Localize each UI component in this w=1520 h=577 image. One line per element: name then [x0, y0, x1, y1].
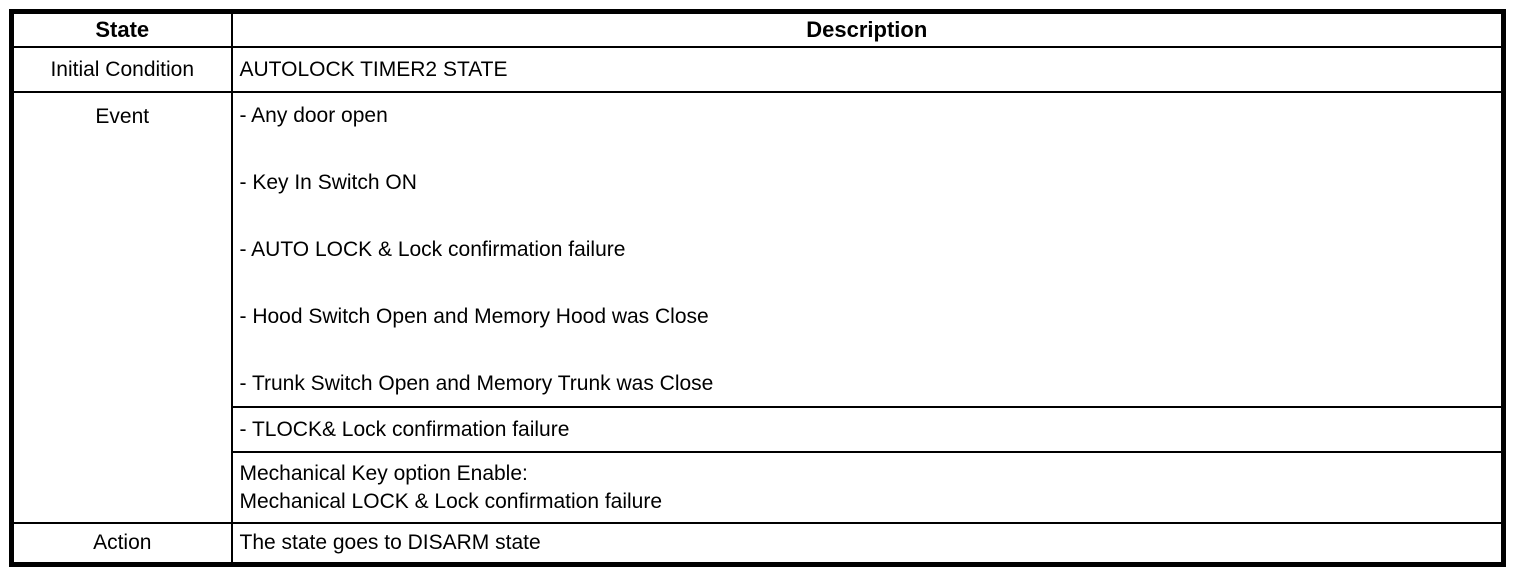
- table-row: - TLOCK& Lock confirmation failure: [12, 406, 1505, 453]
- table-row: Mechanical Key option Enable: Mechanical…: [12, 451, 1505, 524]
- state-description-table: State Description Initial Condition AUTO…: [9, 9, 1506, 567]
- action-label: Action: [10, 522, 233, 566]
- event-bullet-item: - Hood Switch Open and Memory Hood was C…: [239, 305, 709, 328]
- event-label: Event: [10, 91, 233, 524]
- table-header-row: State Description: [10, 10, 1505, 48]
- table-row: Event - Any door open - Key In Switch ON…: [10, 91, 1505, 524]
- table-row: Action The state goes to DISARM state: [10, 522, 1505, 566]
- event-bullet-item: - Any door open: [239, 104, 388, 127]
- event-bullet-item: - Trunk Switch Open and Memory Trunk was…: [239, 372, 714, 395]
- event-mechanical-item: Mechanical Key option Enable: Mechanical…: [230, 451, 1505, 524]
- column-header-state: State: [10, 10, 233, 48]
- table-row: Initial Condition AUTOLOCK TIMER2 STATE: [10, 46, 1505, 93]
- event-tlock-item: - TLOCK& Lock confirmation failure: [230, 406, 1505, 453]
- column-header-description: Description: [230, 10, 1505, 48]
- event-bullet-item: - AUTO LOCK & Lock confirmation failure: [239, 238, 626, 261]
- event-mechanical-line1: Mechanical Key option Enable:: [239, 461, 528, 485]
- event-mechanical-line2: Mechanical LOCK & Lock confirmation fail…: [239, 489, 663, 513]
- event-bullet-item: - Key In Switch ON: [239, 171, 417, 194]
- initial-condition-value: AUTOLOCK TIMER2 STATE: [230, 46, 1505, 93]
- event-bullet-list: - Any door open - Key In Switch ON - AUT…: [230, 91, 1505, 408]
- action-value: The state goes to DISARM state: [230, 522, 1505, 566]
- initial-condition-label: Initial Condition: [10, 46, 233, 93]
